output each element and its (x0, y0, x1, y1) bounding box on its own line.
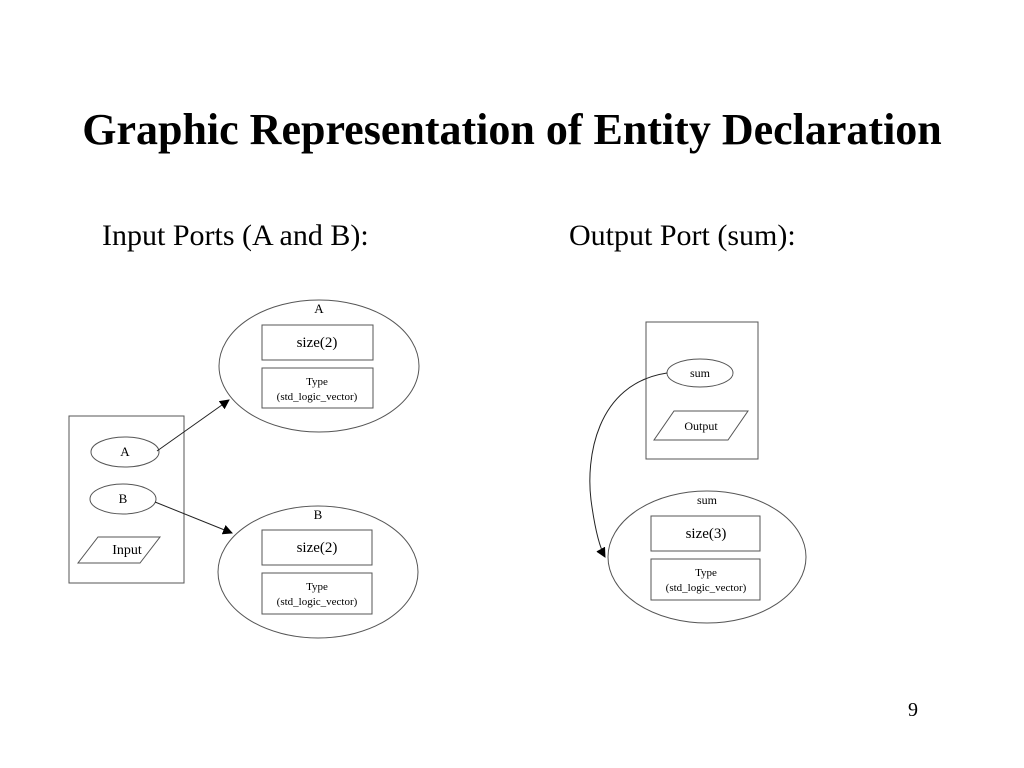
port-a-type-line2: (std_logic_vector) (277, 391, 358, 403)
port-a-type-box (261, 367, 374, 409)
cluster-node-sum-label: sum (690, 366, 711, 380)
port-a-name: A (314, 301, 324, 316)
port-b-size-box (261, 529, 373, 566)
output-kind-label: Output (684, 419, 718, 433)
port-a-ellipse (218, 299, 420, 433)
output-kind-node (653, 410, 749, 441)
port-sum-node: sum size(3) Type (std_logic_vector) (607, 490, 807, 624)
port-b-node: B size(2) Type (std_logic_vector) (217, 505, 419, 639)
port-sum-name: sum (697, 493, 718, 507)
input-cluster: A B Input (68, 415, 185, 584)
port-sum-ellipse (607, 490, 807, 624)
input-kind-label: Input (112, 543, 142, 558)
port-b-size-label: size(2) (297, 540, 338, 556)
port-sum-size-label: size(3) (686, 526, 727, 542)
page-number: 9 (908, 699, 918, 721)
cluster-node-b-label: B (119, 491, 128, 506)
port-b-type-line2: (std_logic_vector) (277, 596, 358, 608)
cluster-node-a-label: A (120, 444, 130, 459)
port-a-size-box (261, 324, 374, 361)
edge-sum-to-port-sum (589, 372, 668, 558)
output-cluster: sum Output (645, 321, 759, 460)
port-a-size-label: size(2) (297, 335, 338, 351)
port-sum-type-box (650, 558, 761, 601)
port-b-type-line1: Type (306, 581, 328, 593)
slide-title: Graphic Representation of Entity Declara… (82, 105, 942, 154)
port-sum-size-box (650, 515, 761, 552)
port-b-ellipse (217, 505, 419, 639)
port-sum-type-line1: Type (695, 567, 717, 579)
edge-b-to-port-b (154, 501, 233, 535)
port-a-node: A size(2) Type (std_logic_vector) (218, 299, 420, 433)
port-sum-type-line2: (std_logic_vector) (666, 582, 747, 594)
port-b-type-box (261, 572, 373, 615)
port-a-type-line1: Type (306, 376, 328, 388)
output-port-heading: Output Port (sum): (569, 219, 796, 252)
cluster-node-a (90, 436, 160, 468)
cluster-node-b (89, 483, 157, 515)
port-b-name: B (314, 507, 323, 522)
edge-a-to-port-a (156, 399, 230, 452)
input-ports-heading: Input Ports (A and B): (102, 219, 369, 252)
input-kind-node (76, 536, 162, 564)
